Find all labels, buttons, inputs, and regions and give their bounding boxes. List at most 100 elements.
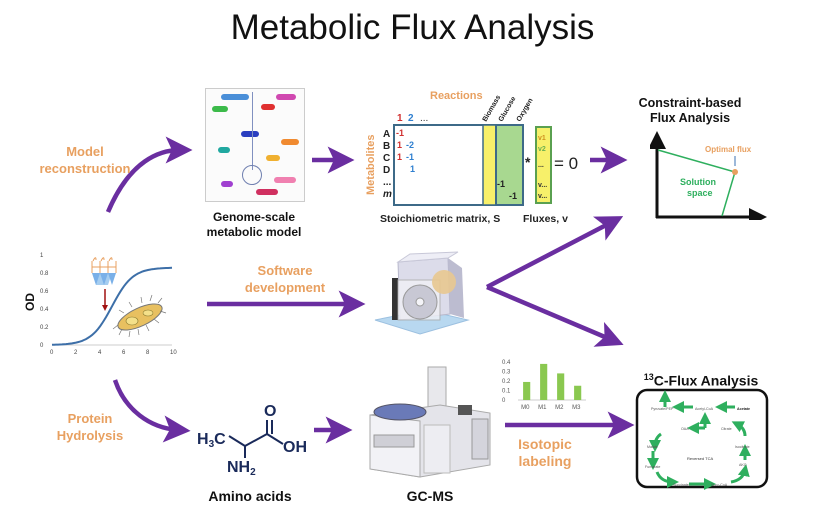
x-tick-label: M0 xyxy=(521,405,530,411)
od-ylabel: OD xyxy=(23,293,37,311)
bar-M1 xyxy=(540,363,548,400)
label-line: Protein xyxy=(67,411,113,426)
reversed-tca-label: Reversed TCA xyxy=(687,456,713,461)
bar-M3 xyxy=(574,385,582,400)
label-line: reconstruction xyxy=(39,161,131,176)
caption-gcms: GC-MS xyxy=(406,488,454,504)
reactions-label: Reactions xyxy=(430,90,483,102)
x-tick-label: M2 xyxy=(555,405,564,411)
flux-caption: Fluxes, v xyxy=(523,213,568,225)
molecule-nh2: NH2 xyxy=(227,459,256,475)
map-node xyxy=(221,94,249,100)
network-node: Isocitrate xyxy=(735,445,750,449)
col-header: ... xyxy=(420,113,428,124)
network-node: Pyruvate/PEP xyxy=(651,407,674,411)
network-node: Acetate xyxy=(737,407,750,411)
gcms-instrument-icon xyxy=(369,366,491,478)
network-node: OAA xyxy=(681,427,689,431)
label-software-development: Software development xyxy=(225,262,345,296)
x-tick-label: 2 xyxy=(74,350,78,356)
map-node xyxy=(256,189,278,195)
isotope-superscript: 13 xyxy=(643,372,654,382)
alanine-structure: H3C O OH NH2 xyxy=(197,403,307,475)
map-node xyxy=(218,147,230,153)
arrow-split-down xyxy=(486,284,624,347)
y-tick-label: 0.2 xyxy=(40,325,49,331)
y-tick-label: 0.6 xyxy=(40,289,49,295)
flux-entry: ... xyxy=(538,162,544,169)
label-isotopic-labeling: Isotopic labeling xyxy=(505,436,585,470)
map-node xyxy=(281,139,299,145)
row-header: m xyxy=(383,189,392,200)
y-tick-label: 0 xyxy=(502,398,506,404)
bar-M2 xyxy=(557,373,565,400)
molecule-o: O xyxy=(264,403,276,420)
matrix-value: 1 xyxy=(410,164,415,174)
col-header: 1 xyxy=(397,113,403,124)
molecule-oh: OH xyxy=(283,439,307,456)
y-tick-label: 0 xyxy=(40,343,44,349)
stoichiometric-matrix: Reactions Metabolites 1 2 ... Biomass Gl… xyxy=(365,90,578,225)
label-line: Hydrolysis xyxy=(56,428,124,443)
caption-line: Genome-scale xyxy=(212,210,296,224)
label-line: Isotopic xyxy=(518,436,572,452)
flux-entry: v1 xyxy=(538,135,546,142)
map-cycle xyxy=(242,165,262,185)
flux-entry: v... xyxy=(538,182,547,189)
x-tick-label: 10 xyxy=(170,350,177,356)
network-node: Fumarate xyxy=(645,465,660,469)
caption-amino-acids: Amino acids xyxy=(208,488,292,504)
y-tick-label: 1 xyxy=(40,253,44,259)
row-header: B xyxy=(383,141,390,152)
arrow-split-up xyxy=(485,216,624,289)
solution-label: space xyxy=(687,188,713,198)
arrow-model-reconstruction xyxy=(105,136,193,213)
title-line: Constraint-based xyxy=(638,96,742,110)
label-line: Model xyxy=(66,144,104,159)
bacterium-icon xyxy=(112,294,167,338)
page-title: Metabolic Flux Analysis xyxy=(230,8,595,47)
row-header: C xyxy=(383,153,390,164)
molecule-h3c: H3C xyxy=(197,431,226,450)
network-node: Malate xyxy=(647,445,658,449)
network-node: Acetyl-CoA xyxy=(695,407,714,411)
y-tick-label: 0.8 xyxy=(40,271,49,277)
bar-M0 xyxy=(523,381,531,400)
tubes-icon xyxy=(91,257,117,285)
flux-entry: v2 xyxy=(538,146,546,153)
y-tick-label: 0.4 xyxy=(502,360,511,366)
label-line: labeling xyxy=(518,453,572,469)
title-line: Flux Analysis xyxy=(649,111,731,125)
extra-col-oxygen: Oxygen xyxy=(516,97,535,123)
network-frame xyxy=(635,388,769,489)
map-node xyxy=(221,181,233,187)
software-package-icon xyxy=(374,251,470,335)
label-protein-hydrolysis: Protein Hydrolysis xyxy=(45,410,135,444)
network-node: Citrate xyxy=(721,427,732,431)
genome-scale-map-image xyxy=(205,88,305,202)
x-tick-label: 0 xyxy=(50,350,54,356)
map-node xyxy=(276,94,296,100)
metabolites-label: Metabolites xyxy=(365,134,377,195)
map-node xyxy=(274,177,296,183)
arrow-protein-hydrolysis xyxy=(112,379,191,443)
label-line: Software xyxy=(257,263,313,278)
x-tick-label: 8 xyxy=(146,350,150,356)
y-tick-label: 0.2 xyxy=(502,379,511,385)
matrix-value: -1 xyxy=(497,179,505,189)
matrix-value: 1 xyxy=(397,152,402,162)
y-tick-label: 0.1 xyxy=(502,389,511,395)
map-node xyxy=(212,106,228,112)
y-tick-label: 0.3 xyxy=(502,370,511,376)
growth-curve xyxy=(51,266,173,346)
label-line: development xyxy=(244,280,326,295)
network-node: Succ-CoA xyxy=(711,483,728,487)
x-tick-label: M1 xyxy=(538,405,547,411)
row-header: ... xyxy=(383,177,392,188)
map-node xyxy=(241,131,259,137)
flux-vector xyxy=(535,126,552,204)
optimal-flux-label: Optimal flux xyxy=(705,145,752,154)
constraint-based-title: Constraint-based Flux Analysis xyxy=(620,96,760,126)
